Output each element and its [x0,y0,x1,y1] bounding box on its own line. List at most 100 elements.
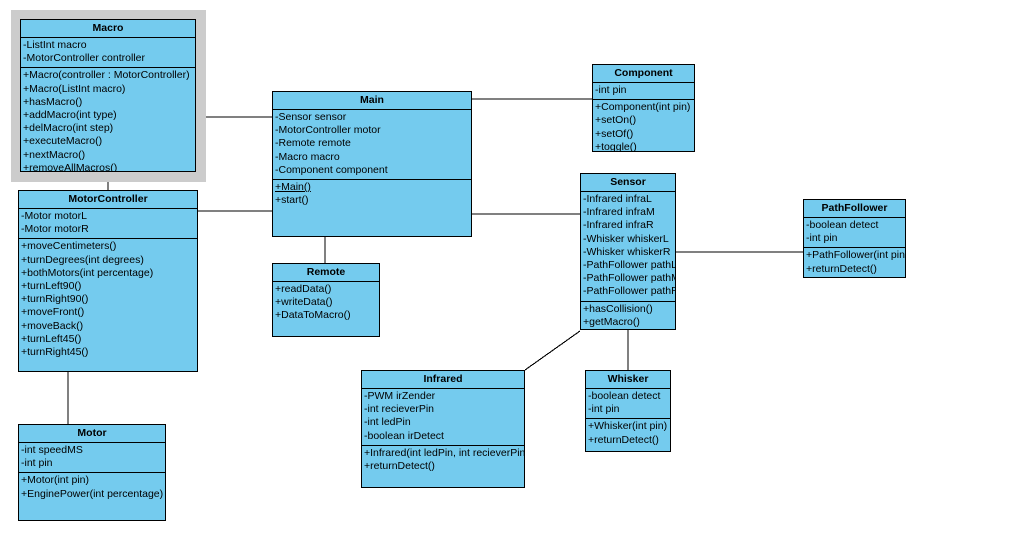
attributes-compartment-main: -Sensor sensor-MotorController motor-Rem… [273,110,471,179]
operations-compartment-infrared: +Infrared(int ledPin, int recieverPin)+r… [362,444,525,475]
attribute: -Whisker whiskerR [583,245,671,258]
operation: +returnDetect() [364,460,435,473]
operation: +Component(int pin) [595,101,691,114]
attributes-compartment-motorcontroller: -Motor motorL-Motor motorR [19,209,197,238]
attribute: -ListInt macro [23,39,87,51]
operation: +executeMacro() [23,135,103,148]
operation: +moveFront() [21,306,85,319]
attributes-compartment-pathfollower: -boolean detect-int pin [804,218,905,247]
attribute: -Macro macro [275,150,340,163]
class-title-remote: Remote [273,264,379,282]
attribute: -Motor motorL [21,210,87,222]
edge-sensor-infrared [524,330,581,371]
operation: +writeData() [275,296,333,309]
class-title-infrared: Infrared [362,371,524,389]
attribute: -boolean irDetect [364,429,444,442]
class-box-main[interactable]: Main-Sensor sensor-MotorController motor… [272,91,472,237]
attribute: -PathFollower pathR [583,285,676,298]
operation: +bothMotors(int percentage) [21,266,154,279]
operation: +hasMacro() [23,95,83,108]
operations-compartment-macro: +Macro(controller : MotorController)+Mac… [21,67,195,172]
operation: +setOn() [595,114,637,127]
attribute: -int pin [595,84,627,96]
operation: +nextMacro() [23,148,86,161]
attribute: -Infrared infraM [583,206,655,219]
attribute: -int pin [21,457,53,470]
attributes-compartment-macro: -ListInt macro-MotorController controlle… [21,38,195,67]
attribute: -Infrared infraL [583,193,652,205]
attribute: -int recieverPin [364,403,435,416]
class-box-component[interactable]: Component-int pin+Component(int pin)+set… [592,64,695,152]
attributes-compartment-whisker: -boolean detect-int pin [586,389,670,418]
class-title-main: Main [273,92,471,110]
class-box-sensor[interactable]: Sensor-Infrared infraL-Infrared infraM-I… [580,173,676,330]
class-box-whisker[interactable]: Whisker-boolean detect-int pin+Whisker(i… [585,370,671,452]
attribute: -Whisker whiskerL [583,232,669,245]
operation: +Macro(controller : MotorController) [23,69,190,82]
operation: +turnRight90() [21,293,89,306]
class-box-infrared[interactable]: Infrared-PWM irZender-int recieverPin-in… [361,370,525,488]
operation: +getMacro() [583,315,640,328]
operation: +PathFollower(int pin) [806,249,906,262]
attribute: -Remote remote [275,137,351,150]
operations-compartment-motorcontroller: +moveCentimeters()+turnDegrees(int degre… [19,238,197,361]
operation: +delMacro(int step) [23,122,114,135]
operation: +turnRight45() [21,346,89,359]
operations-compartment-remote: +readData()+writeData()+DataToMacro() [273,282,379,325]
operation: +hasCollision() [583,302,653,315]
operation: +start() [275,194,309,207]
attribute: -MotorController motor [275,124,381,137]
operation: +removeAllMacros() [23,161,118,172]
operation: +EnginePower(int percentage) [21,487,164,500]
operation: +returnDetect() [588,433,659,446]
attribute: -Sensor sensor [275,111,347,123]
operations-compartment-motor: +Motor(int pin)+EnginePower(int percenta… [19,472,165,502]
attribute: -PathFollower pathL [583,259,676,272]
class-title-component: Component [593,65,694,83]
class-title-pathfollower: PathFollower [804,200,905,218]
class-box-remote[interactable]: Remote+readData()+writeData()+DataToMacr… [272,263,380,337]
operations-compartment-sensor: +hasCollision()+getMacro() [581,300,675,329]
operation: +turnLeft90() [21,280,82,293]
attribute: -Motor motorR [21,223,89,236]
class-title-sensor: Sensor [581,174,675,192]
class-box-macro[interactable]: Macro-ListInt macro-MotorController cont… [20,19,196,172]
operation: +Motor(int pin) [21,474,89,487]
operation: +DataToMacro() [275,309,351,322]
attribute: -Component component [275,163,388,176]
attribute: -int pin [588,403,620,416]
class-box-motorcontroller[interactable]: MotorController-Motor motorL-Motor motor… [18,190,198,372]
operations-compartment-pathfollower: +PathFollower(int pin)+returnDetect() [804,247,905,277]
attribute: -int pin [806,232,838,245]
operations-compartment-whisker: +Whisker(int pin)+returnDetect() [586,418,670,448]
class-title-whisker: Whisker [586,371,670,389]
operation: +Main() [275,181,311,194]
operations-compartment-component: +Component(int pin)+setOn()+setOf()+togg… [593,99,694,151]
operation: +readData() [275,283,332,295]
operation: +Infrared(int ledPin, int recieverPin) [364,446,525,459]
class-box-motor[interactable]: Motor-int speedMS-int pin+Motor(int pin)… [18,424,166,521]
attribute: -PathFollower pathM [583,272,676,285]
operation: +turnLeft45() [21,332,82,345]
class-title-motorcontroller: MotorController [19,191,197,209]
operation: +Whisker(int pin) [588,420,668,433]
attributes-compartment-motor: -int speedMS-int pin [19,443,165,472]
operation: +turnDegrees(int degrees) [21,253,144,266]
class-box-pathfollower[interactable]: PathFollower-boolean detect-int pin+Path… [803,199,906,278]
class-title-macro: Macro [21,20,195,38]
operations-compartment-main: +Main()+start() [273,179,471,209]
attribute: -int speedMS [21,444,83,456]
operation: +addMacro(int type) [23,109,117,122]
attribute: -PWM irZender [364,390,436,402]
attributes-compartment-sensor: -Infrared infraL-Infrared infraM-Infrare… [581,192,675,301]
operation: +setOf() [595,127,634,140]
operation: +moveCentimeters() [21,240,117,253]
attribute: -boolean detect [588,390,661,402]
attribute: -boolean detect [806,219,879,231]
attribute: -int ledPin [364,416,411,429]
class-title-motor: Motor [19,425,165,443]
operation: +Macro(ListInt macro) [23,82,126,95]
operation: +returnDetect() [806,262,877,275]
attributes-compartment-infrared: -PWM irZender-int recieverPin-int ledPin… [362,389,524,445]
